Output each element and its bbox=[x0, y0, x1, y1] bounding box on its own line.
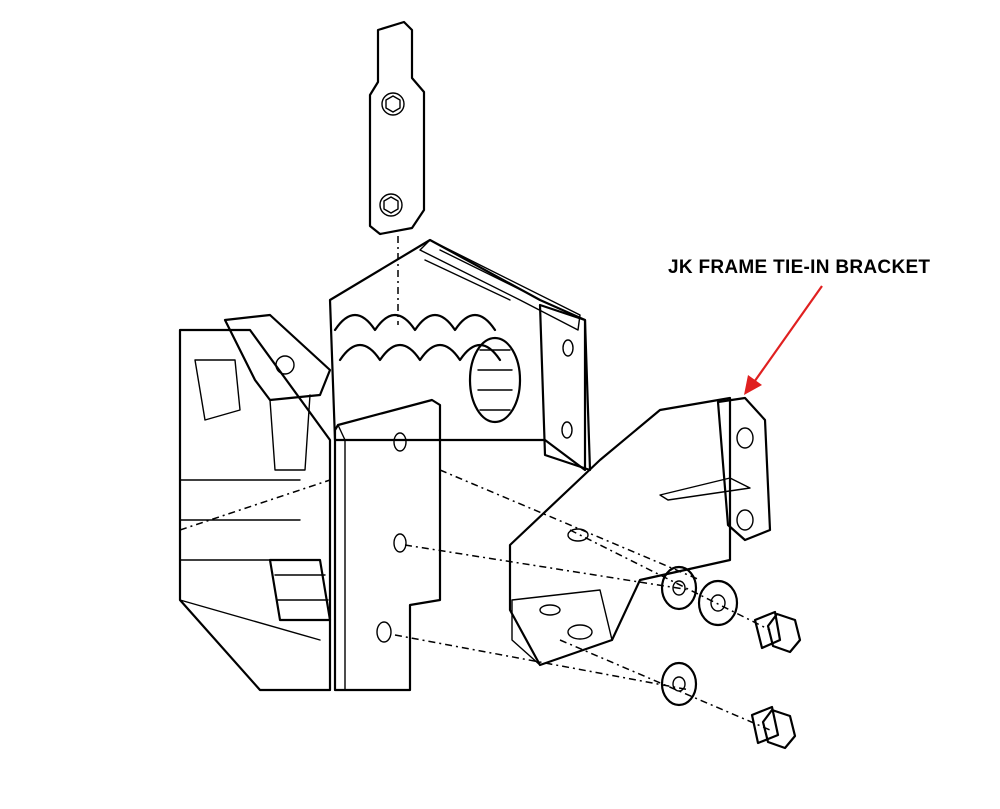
washer-upper-left bbox=[660, 565, 698, 611]
washer-lower bbox=[660, 661, 698, 707]
jk-frame-tie-in-bracket bbox=[508, 396, 772, 667]
bolt-upper bbox=[753, 610, 802, 654]
top-plate-bolt-lower bbox=[379, 193, 403, 217]
frame-hole-middle bbox=[393, 533, 407, 553]
bolt-lower bbox=[750, 705, 797, 750]
frame-assembly bbox=[178, 238, 592, 692]
top-plate bbox=[368, 20, 426, 236]
washer-upper-right bbox=[697, 579, 739, 627]
assembly-lines bbox=[394, 469, 771, 731]
callout-arrow bbox=[744, 285, 823, 395]
coil-spring bbox=[333, 313, 522, 424]
callout-label: JK FRAME TIE-IN BRACKET bbox=[668, 257, 931, 278]
top-plate-bolt-upper bbox=[381, 92, 405, 116]
frame-hole-upper bbox=[393, 432, 407, 452]
frame-hole-lower bbox=[376, 621, 392, 643]
